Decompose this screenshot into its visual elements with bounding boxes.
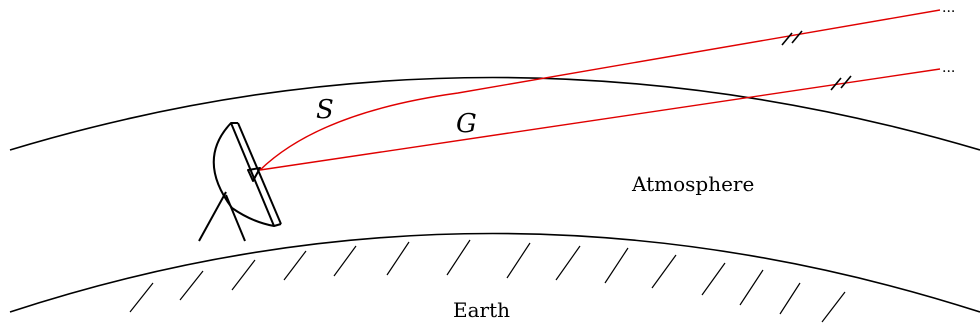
continuation-upper: ...	[942, 0, 955, 16]
atmosphere-boundary	[9, 76, 980, 151]
label-atmosphere: Atmosphere	[631, 172, 754, 196]
break-mark-lower	[830, 75, 852, 91]
label-earth: Earth	[453, 298, 510, 322]
geometric-path-g	[259, 68, 941, 171]
antenna-leg-left	[198, 191, 227, 242]
continuation-lower: ...	[942, 60, 955, 76]
break-mark-upper	[781, 30, 803, 46]
feed-horn	[247, 167, 261, 182]
earth-surface	[9, 232, 980, 313]
antenna-leg-right	[225, 194, 246, 242]
refracted-path-s	[259, 9, 941, 171]
antenna-dish-icon	[198, 122, 282, 242]
label-s: S	[316, 95, 334, 125]
label-g: G	[456, 109, 477, 139]
earth-hatching	[129, 239, 846, 323]
